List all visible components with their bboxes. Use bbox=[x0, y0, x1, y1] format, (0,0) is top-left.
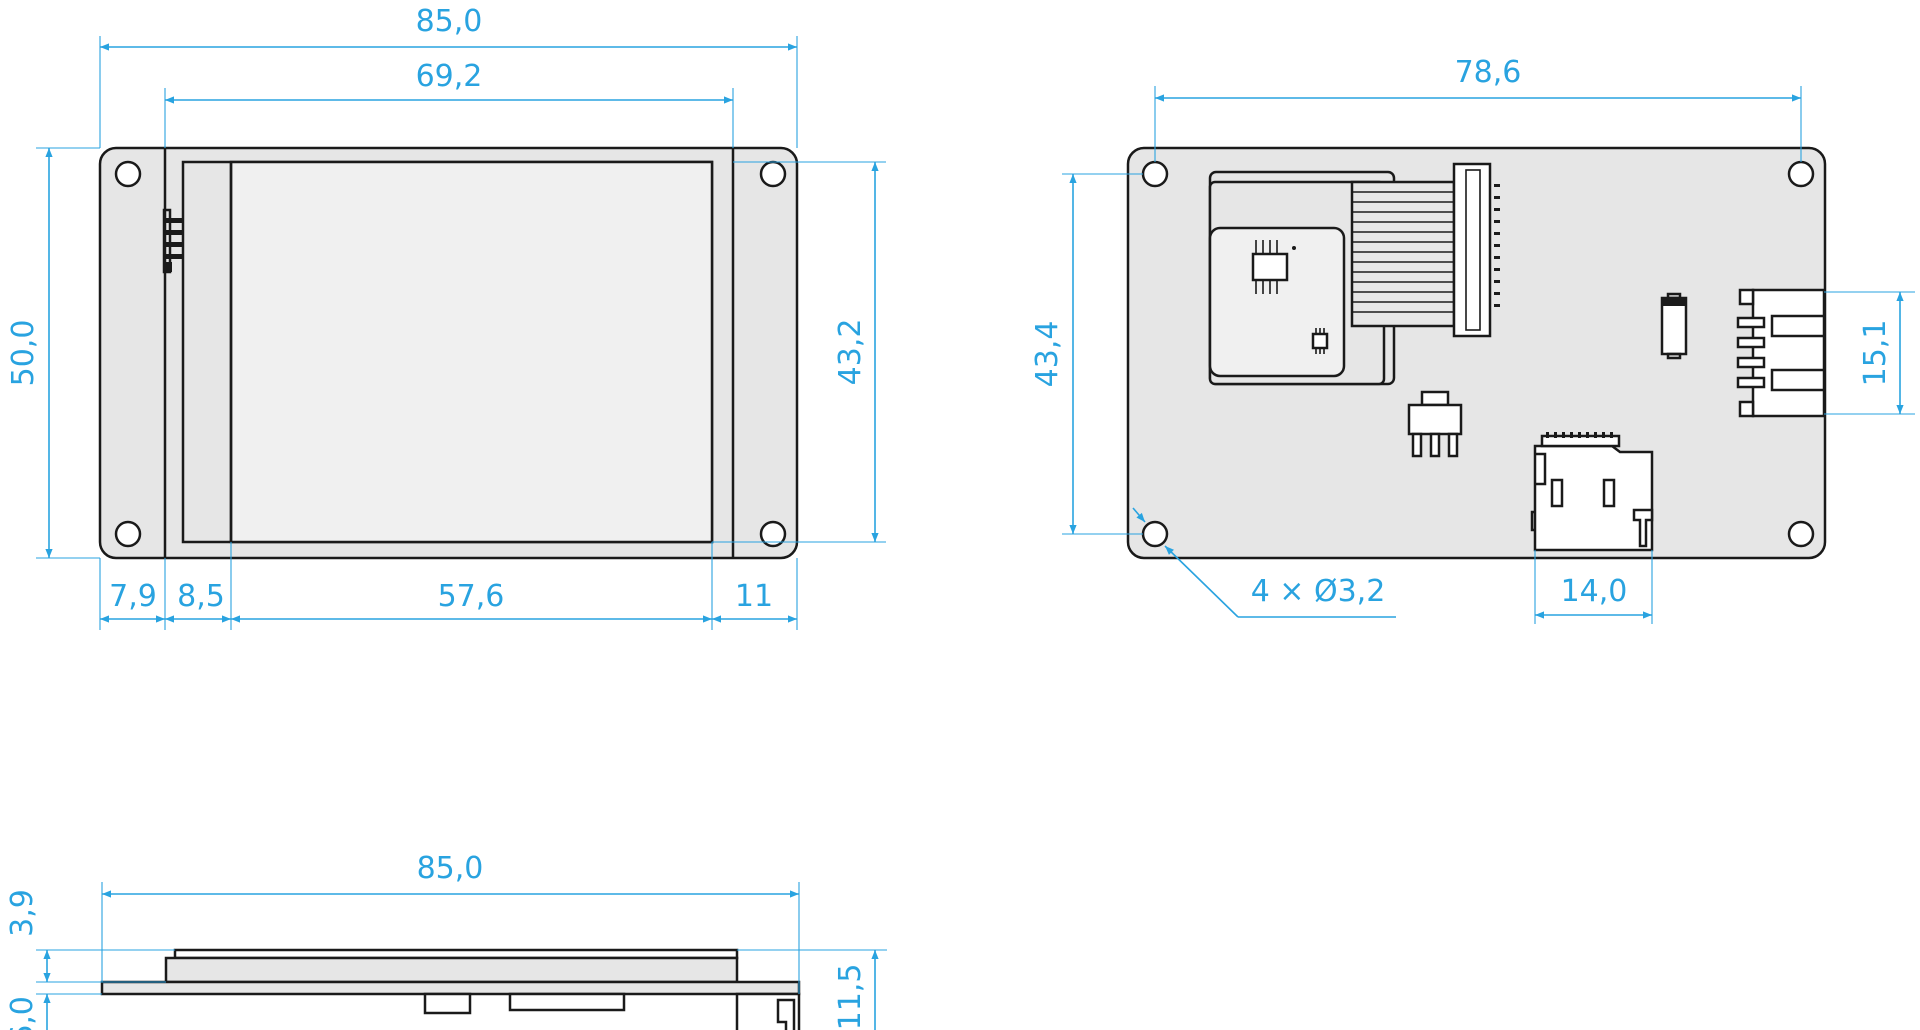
fpc-connector bbox=[1452, 162, 1492, 338]
mounting-holes-back bbox=[1141, 160, 1815, 548]
side-connector bbox=[735, 992, 801, 1030]
flex-cable-assembly bbox=[1208, 162, 1500, 386]
dim-text-left-border: 7,9 bbox=[109, 579, 157, 614]
dim-text: 78,6 bbox=[1455, 55, 1522, 90]
power-connector bbox=[1736, 288, 1826, 418]
dim-back-hole-spacing-x: 78,6 bbox=[1154, 55, 1802, 162]
ic-chip-small bbox=[1311, 328, 1329, 354]
dim-side-width-overall: 85,0 bbox=[101, 851, 800, 994]
dim-front-width-overall: 85,0 bbox=[99, 4, 798, 148]
mounting-holes-front bbox=[114, 160, 787, 548]
dim-back-sd-width: 14,0 bbox=[1534, 550, 1653, 624]
dim-text-right-border: 11 bbox=[735, 579, 773, 614]
ic-chip-large bbox=[1251, 240, 1296, 294]
dim-text: 15,1 bbox=[1858, 320, 1893, 387]
dim-text: 85,0 bbox=[417, 851, 484, 886]
dim-front-width-bezel: 69,2 bbox=[164, 59, 734, 148]
dim-back-hole-spacing-y: 43,4 bbox=[1030, 173, 1143, 535]
dim-front-height-display: 43,2 bbox=[712, 161, 886, 543]
fpc-flex-connector bbox=[162, 208, 184, 274]
dim-back-connector-height: 15,1 bbox=[1824, 291, 1915, 415]
fpc-pins bbox=[1494, 184, 1500, 307]
dim-text: 50,0 bbox=[6, 320, 41, 387]
sd-pins bbox=[1546, 432, 1613, 438]
sd-card-slot bbox=[1530, 432, 1654, 552]
diode bbox=[1660, 292, 1688, 360]
front-active-area bbox=[229, 160, 714, 544]
flex-ribbon-lines bbox=[1352, 191, 1454, 313]
dim-text: 11,5 bbox=[833, 964, 868, 1030]
dim-front-segments: 7,9 8,5 57,6 11 bbox=[99, 542, 798, 630]
dim-text: 69,2 bbox=[416, 59, 483, 94]
side-display-body bbox=[164, 956, 739, 984]
dim-side-pcb-to-bottom: 6,0 bbox=[5, 993, 102, 1030]
dim-text: 6,0 bbox=[5, 996, 40, 1030]
dim-text: 4 × Ø3,2 bbox=[1251, 574, 1386, 609]
side-component-1 bbox=[423, 992, 472, 1015]
dim-text-active-area: 57,6 bbox=[438, 579, 505, 614]
dim-text: 85,0 bbox=[416, 4, 483, 39]
dim-text-bezel-left: 8,5 bbox=[177, 579, 225, 614]
side-pcb bbox=[100, 980, 801, 996]
voltage-regulator bbox=[1407, 390, 1463, 458]
dim-text: 43,4 bbox=[1030, 321, 1065, 388]
back-view: 78,6 43,4 4 × Ø3,2 14,0 15,1 bbox=[1030, 55, 1915, 624]
dim-back-holes-callout: 4 × Ø3,2 bbox=[1132, 507, 1396, 618]
dim-text: 14,0 bbox=[1561, 574, 1628, 609]
dim-side-display-thickness: 3,9 bbox=[5, 889, 175, 983]
side-component-2 bbox=[508, 992, 626, 1012]
side-view: 85,0 3,9 6,0 11,5 bbox=[5, 851, 887, 1030]
dim-front-height-overall: 50,0 bbox=[6, 147, 100, 559]
dim-text: 3,9 bbox=[5, 889, 40, 937]
front-view: 85,0 69,2 50,0 43,2 bbox=[6, 4, 886, 630]
dim-side-total-height: 11,5 bbox=[737, 949, 887, 1030]
dim-text: 43,2 bbox=[833, 319, 868, 386]
